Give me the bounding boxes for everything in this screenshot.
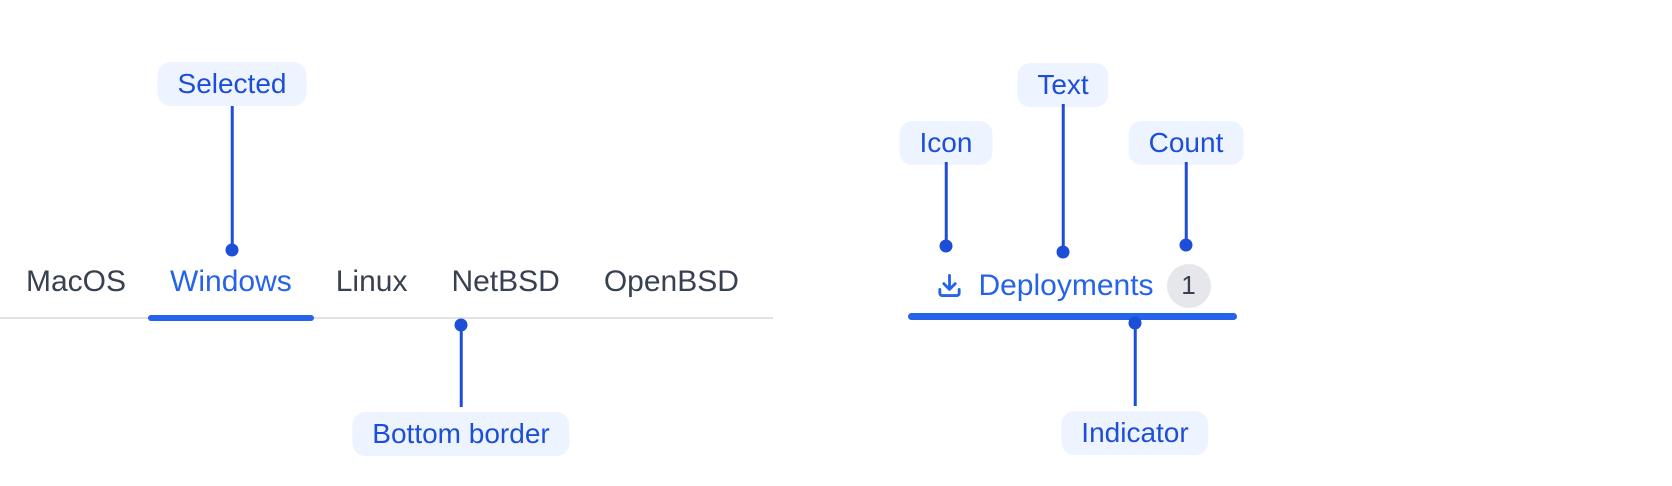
- icon-callout-line: [944, 162, 948, 240]
- tab-label: NetBSD: [451, 264, 560, 298]
- os-tab-bar: MacOS Windows Linux NetBSD OpenBSD: [0, 246, 773, 321]
- tab-label: Linux: [335, 264, 408, 298]
- text-callout-label: Text: [1017, 63, 1109, 107]
- icon-callout-label: Icon: [899, 121, 993, 165]
- tab-label: OpenBSD: [603, 264, 739, 298]
- selected-callout-line: [230, 106, 234, 244]
- count-callout-line: [1184, 162, 1188, 239]
- bottom-border-callout-label: Bottom border: [352, 412, 570, 456]
- tab-netbsd[interactable]: NetBSD: [429, 246, 581, 317]
- count-callout-label: Count: [1128, 121, 1244, 165]
- bottom-border-callout-dot: [454, 318, 468, 332]
- selected-callout-label: Selected: [157, 62, 307, 106]
- selected-callout-dot: [225, 243, 239, 257]
- tab-label: Deployments: [978, 268, 1154, 302]
- indicator-callout-dot: [1128, 316, 1142, 330]
- download-icon: [934, 270, 965, 301]
- text-callout-line: [1061, 104, 1065, 246]
- icon-callout-dot: [939, 239, 953, 253]
- tab-linux[interactable]: Linux: [314, 246, 430, 317]
- indicator-callout-label: Indicator: [1061, 411, 1209, 455]
- indicator-callout-line: [1133, 329, 1137, 406]
- bottom-border-callout-line: [459, 331, 463, 407]
- count-callout-dot: [1179, 238, 1193, 252]
- tab-deployments[interactable]: Deployments 1: [908, 251, 1237, 320]
- text-callout-dot: [1056, 245, 1070, 259]
- tab-openbsd[interactable]: OpenBSD: [582, 246, 761, 317]
- tab-windows[interactable]: Windows: [148, 246, 314, 321]
- tab-macos[interactable]: MacOS: [4, 246, 148, 317]
- tab-label: Windows: [170, 264, 292, 298]
- tab-label: MacOS: [26, 264, 127, 298]
- count-badge: 1: [1166, 263, 1211, 308]
